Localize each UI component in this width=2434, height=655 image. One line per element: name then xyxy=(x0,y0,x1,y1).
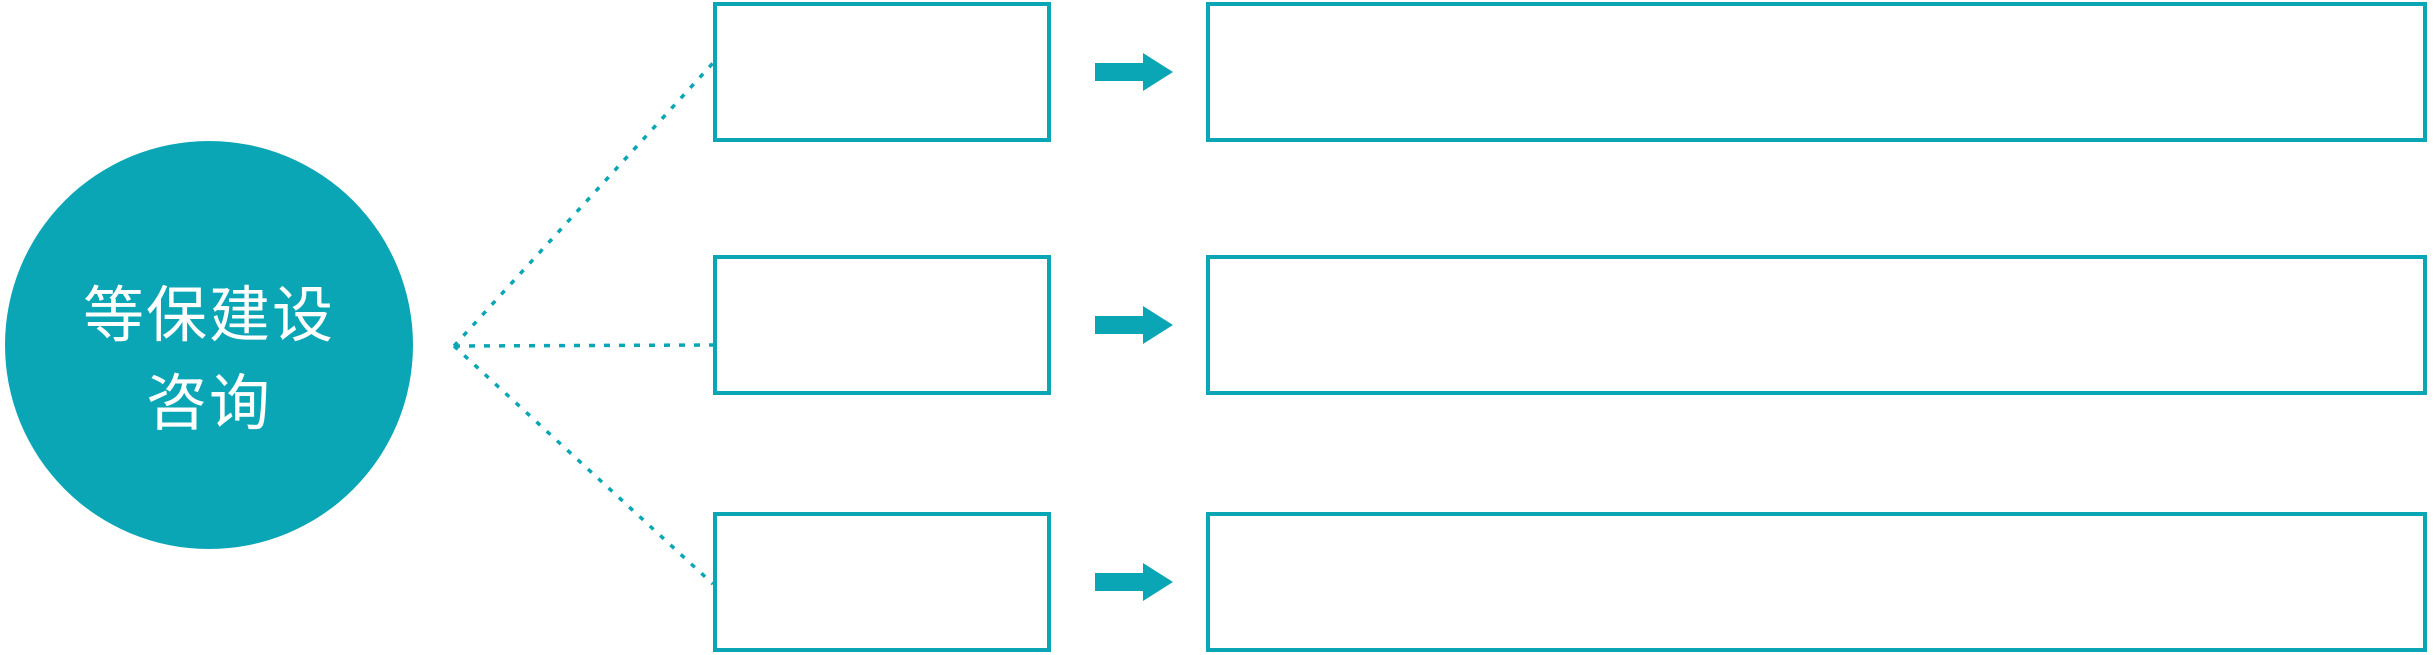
big-box-2 xyxy=(1206,255,2427,395)
small-box-1 xyxy=(713,2,1051,142)
small-box-3 xyxy=(713,512,1051,652)
hub-circle: 等保建设 咨询 xyxy=(5,141,413,549)
dotted-line-connector-bottom xyxy=(452,344,715,586)
arrow-right-icon xyxy=(1095,53,1173,91)
dotted-line-connector-top xyxy=(452,61,715,348)
arrow-right-icon xyxy=(1095,306,1173,344)
hub-circle-label: 等保建设 咨询 xyxy=(82,281,335,437)
arrow-right-icon xyxy=(1095,563,1173,601)
big-box-3 xyxy=(1206,512,2427,652)
small-box-2 xyxy=(713,255,1051,395)
big-box-1 xyxy=(1206,2,2427,142)
dotted-line-connector-middle xyxy=(453,343,714,348)
